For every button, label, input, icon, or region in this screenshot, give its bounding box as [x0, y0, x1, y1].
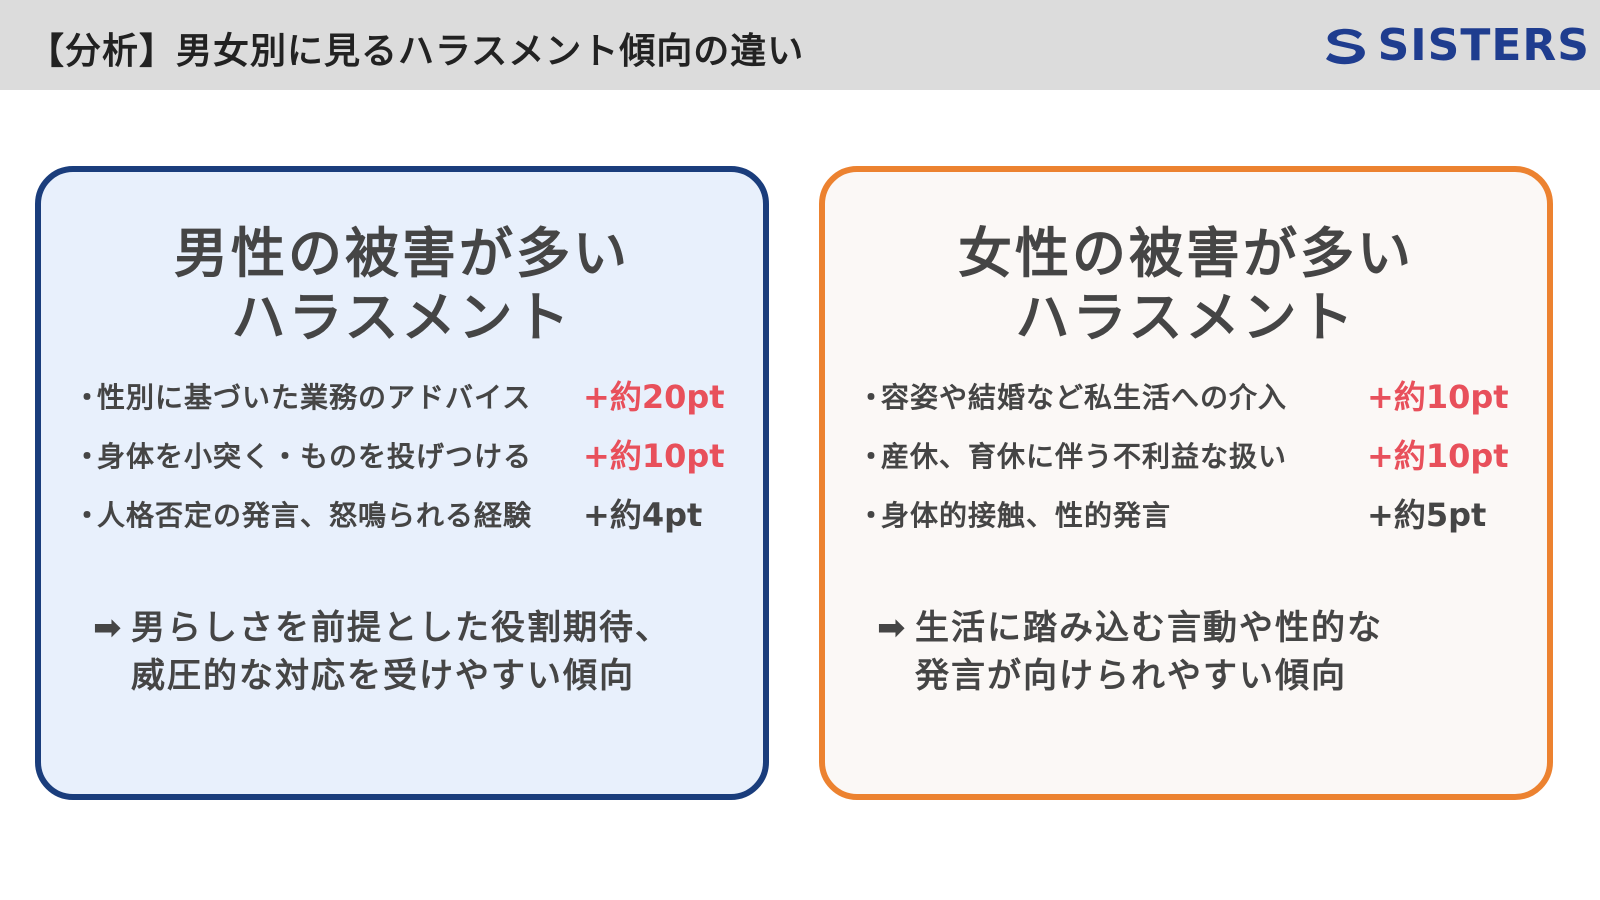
female-card-title-line2: ハラスメント	[1015, 286, 1357, 349]
item-label: 容姿や結婚など私生活への介入	[881, 381, 1288, 414]
item-label: 身体的接触、性的発言	[881, 499, 1172, 532]
item-label: 産休、育休に伴う不利益な扱い	[881, 440, 1288, 473]
page-title: 【分析】男女別に見るハラスメント傾向の違い	[28, 31, 805, 72]
female-conclusion: ➡生活に踏み込む言動や性的な 発言が向けられやすい傾向	[877, 604, 1383, 700]
list-item: ・ 身体的接触、性的発言 +約5pt	[857, 494, 1527, 553]
list-item: ・ 産休、育休に伴う不利益な扱い +約10pt	[857, 435, 1527, 494]
item-value: +約10pt	[583, 437, 725, 475]
female-card-title: 女性の被害が多い ハラスメント	[825, 222, 1547, 350]
item-label: 身体を小突く・ものを投げつける	[97, 440, 533, 473]
arrow-right-icon: ➡	[93, 608, 124, 648]
bullet: ・	[73, 381, 102, 414]
bullet: ・	[857, 381, 886, 414]
male-harassment-card: 男性の被害が多い ハラスメント ・ 性別に基づいた業務のアドバイス +約20pt…	[35, 166, 769, 800]
male-conclusion-line1: 男らしさを前提とした役割期待、	[131, 608, 671, 648]
item-value: +約20pt	[583, 378, 725, 416]
list-item: ・ 身体を小突く・ものを投げつける +約10pt	[73, 435, 743, 494]
list-item: ・ 性別に基づいた業務のアドバイス +約20pt	[73, 376, 743, 435]
sisters-logo: SISTERS	[1322, 18, 1590, 74]
list-item: ・ 容姿や結婚など私生活への介入 +約10pt	[857, 376, 1527, 435]
item-value: +約10pt	[1367, 437, 1509, 475]
arrow-right-icon: ➡	[877, 608, 908, 648]
list-item: ・ 人格否定の発言、怒鳴られる経験 +約4pt	[73, 494, 743, 553]
bullet: ・	[857, 440, 886, 473]
male-conclusion-line2: 威圧的な対応を受けやすい傾向	[131, 656, 635, 696]
bullet: ・	[857, 499, 886, 532]
item-value: +約5pt	[1367, 496, 1487, 534]
item-value: +約10pt	[1367, 378, 1509, 416]
female-conclusion-line2: 発言が向けられやすい傾向	[915, 656, 1347, 696]
item-value: +約4pt	[583, 496, 703, 534]
female-harassment-card: 女性の被害が多い ハラスメント ・ 容姿や結婚など私生活への介入 +約10pt …	[819, 166, 1553, 800]
male-card-title-line1: 男性の被害が多い	[174, 222, 630, 285]
male-conclusion: ➡男らしさを前提とした役割期待、 威圧的な対応を受けやすい傾向	[93, 604, 671, 700]
item-label: 人格否定の発言、怒鳴られる経験	[97, 499, 533, 532]
item-label: 性別に基づいた業務のアドバイス	[97, 381, 532, 414]
header-bar: 【分析】男女別に見るハラスメント傾向の違い SISTERS	[0, 0, 1600, 90]
bullet: ・	[73, 499, 102, 532]
logo-text: SISTERS	[1377, 20, 1590, 71]
sisters-logo-icon	[1325, 28, 1365, 65]
male-item-list: ・ 性別に基づいた業務のアドバイス +約20pt ・ 身体を小突く・ものを投げつ…	[73, 376, 743, 553]
male-card-title: 男性の被害が多い ハラスメント	[41, 222, 763, 350]
female-item-list: ・ 容姿や結婚など私生活への介入 +約10pt ・ 産休、育休に伴う不利益な扱い…	[857, 376, 1527, 553]
male-card-title-line2: ハラスメント	[231, 286, 573, 349]
bullet: ・	[73, 440, 102, 473]
female-card-title-line1: 女性の被害が多い	[958, 222, 1414, 285]
female-conclusion-line1: 生活に踏み込む言動や性的な	[915, 608, 1383, 648]
